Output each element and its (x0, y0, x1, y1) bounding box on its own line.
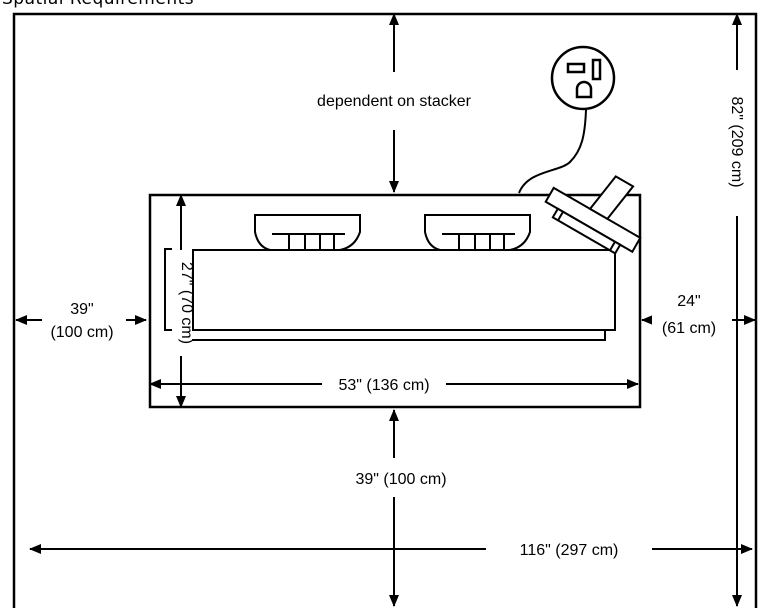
right-clearance-value: 24" (677, 293, 700, 310)
left-clearance-value-cm: (100 cm) (50, 324, 113, 341)
paper-stacker-icon (544, 175, 642, 255)
left-clearance-value: 39" (70, 301, 93, 318)
power-cord (518, 109, 587, 194)
front-clearance-label: 39" (100 cm) (355, 471, 446, 488)
diagram-title: Spatial Requirements (2, 0, 194, 9)
depth-label: 27" (70 cm) (178, 262, 195, 344)
right-clearance-value-cm: (61 cm) (662, 320, 716, 337)
total-width-label: 116" (297 cm) (520, 542, 619, 559)
outer-frame (12, 12, 758, 608)
tray-right (424, 214, 531, 251)
machine-body (164, 248, 616, 341)
tray-left (254, 214, 361, 251)
width-label: 53" (136 cm) (338, 377, 429, 394)
total-depth-label: 82" (209 cm) (728, 96, 745, 187)
electrical-outlet-icon (550, 45, 616, 111)
top-clearance-label: dependent on stacker (317, 93, 472, 110)
machine-footprint (148, 193, 642, 409)
